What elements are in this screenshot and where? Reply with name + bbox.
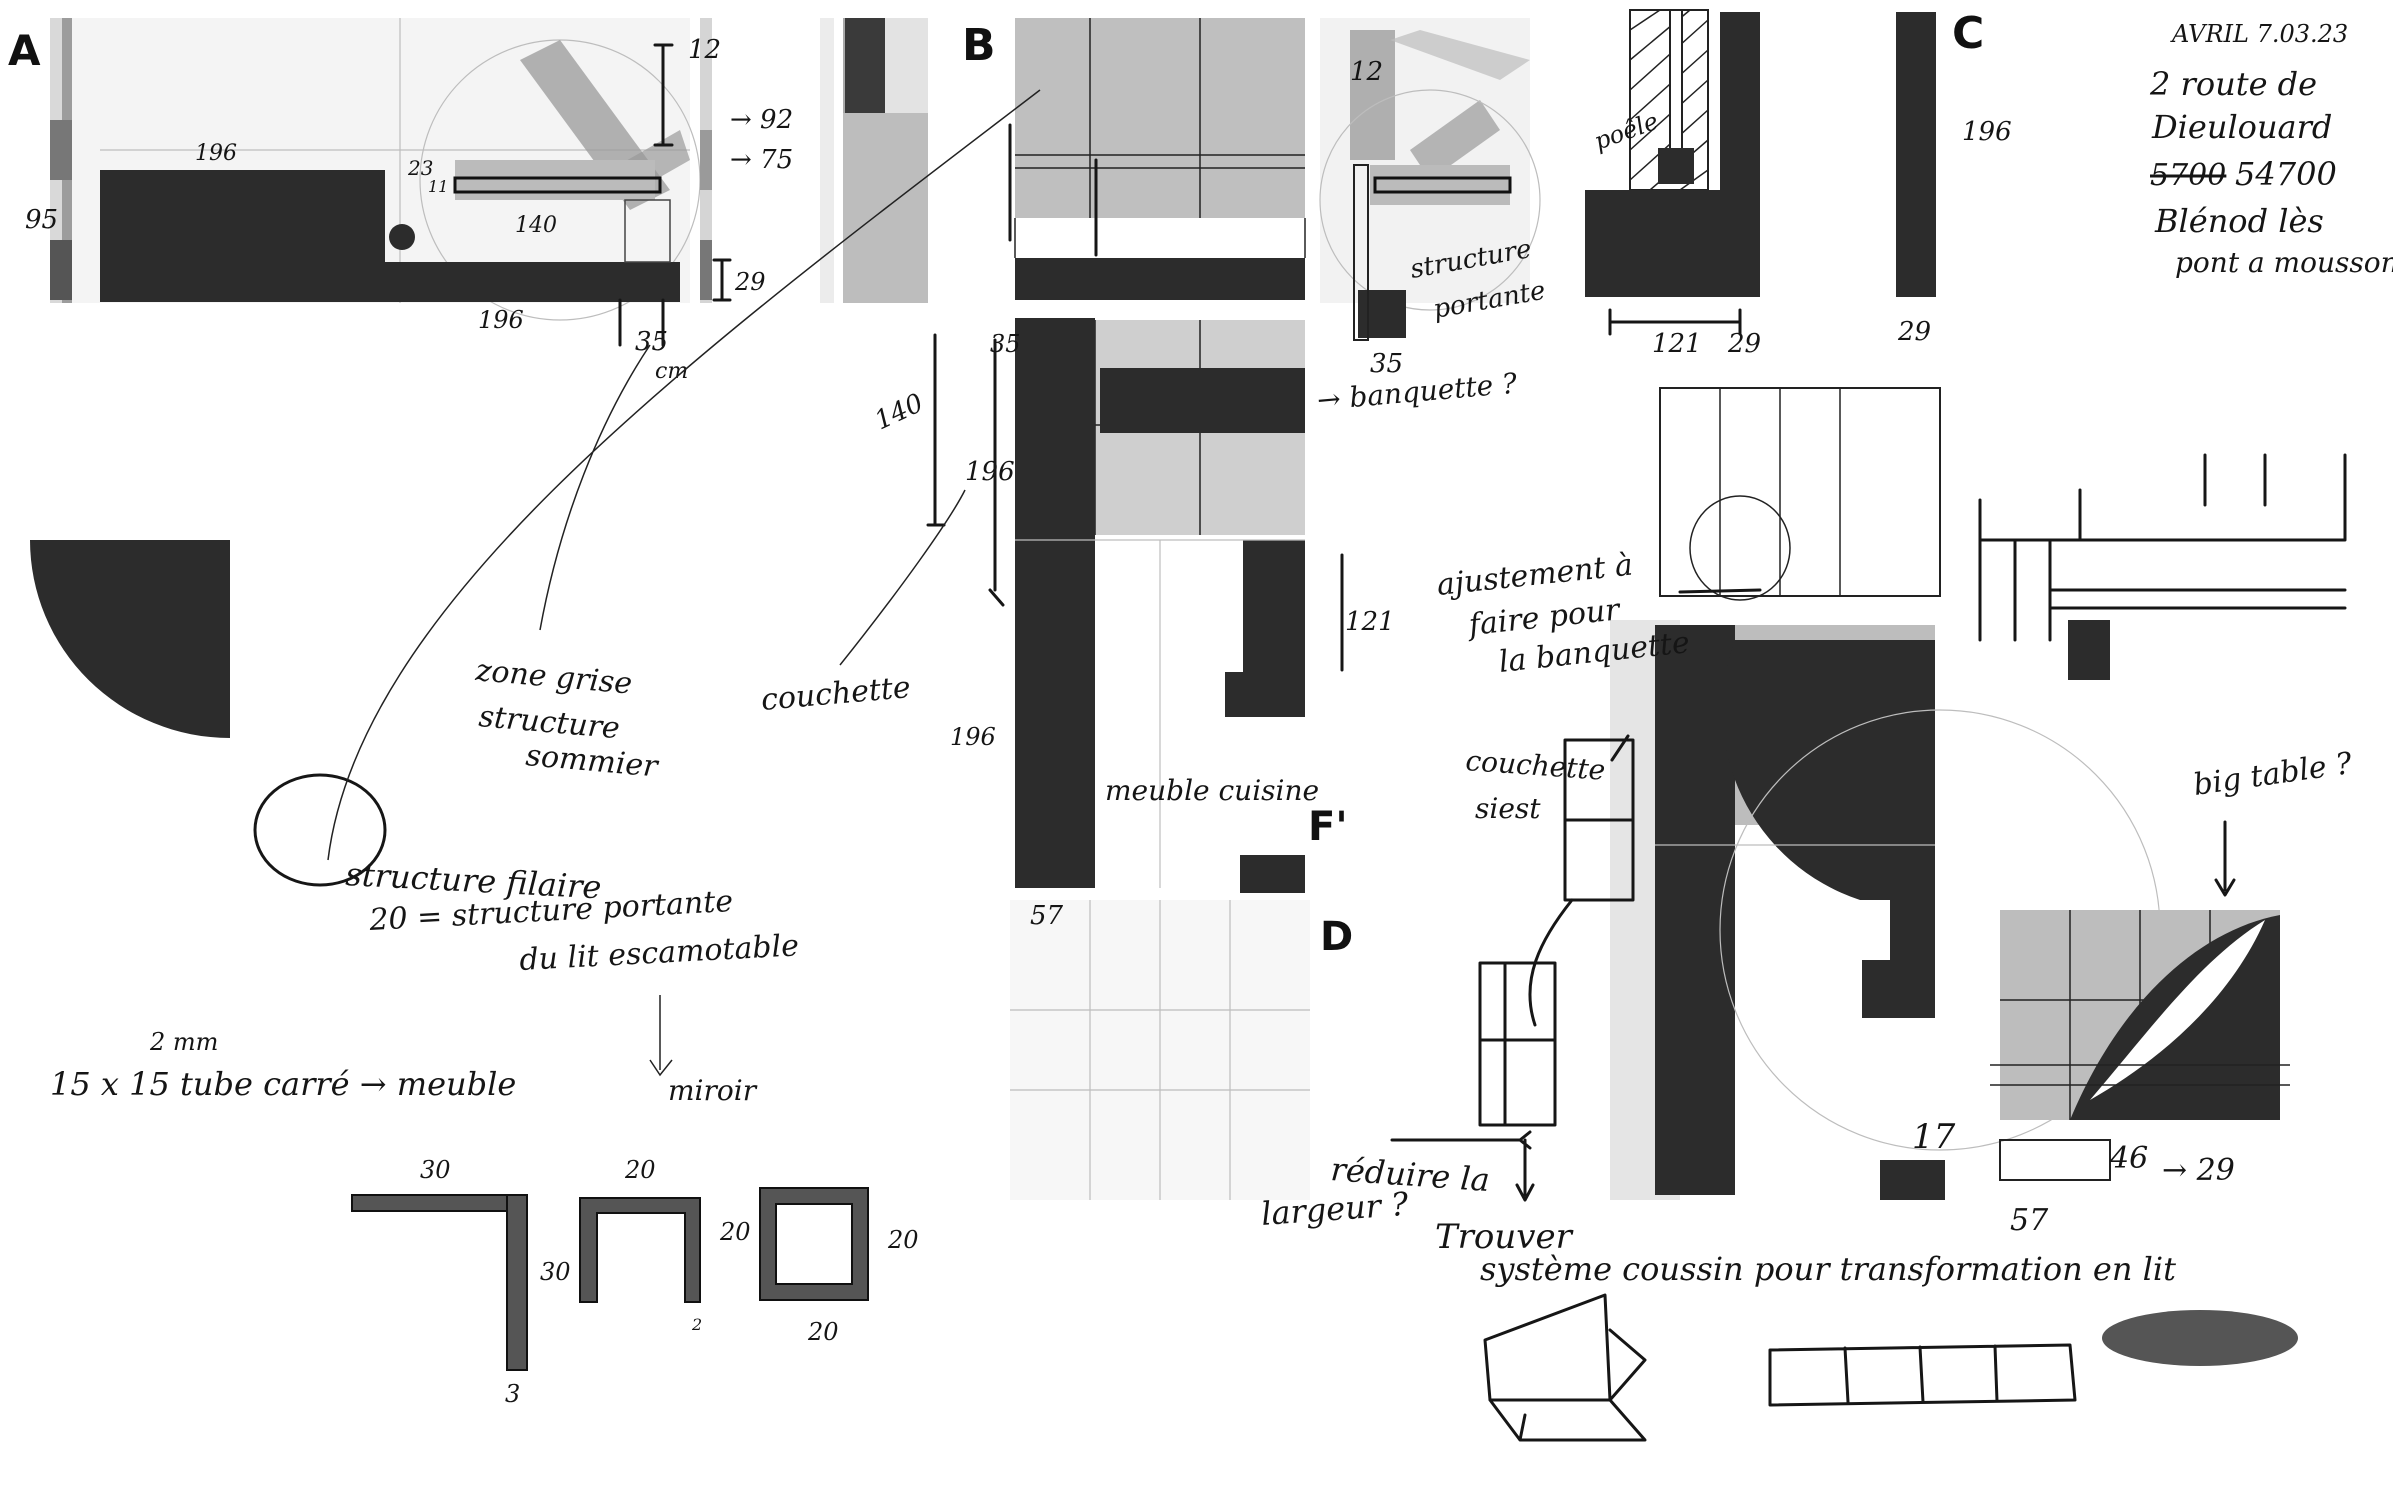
cabinet-block-1: [1243, 540, 1305, 675]
dim-c-196: 196: [1962, 117, 2012, 147]
dim-c-121: 121: [1652, 329, 1702, 359]
dim-b-57: 57: [1030, 901, 1064, 931]
base-strip-a: [385, 262, 680, 302]
dim-c-35: 35: [1370, 349, 1403, 379]
quarter-circle-shape: [30, 540, 230, 738]
dim-a-196-bottom: 196: [478, 306, 524, 334]
dim-a-196-top: 196: [195, 141, 237, 166]
cabinet-block-3: [1240, 855, 1305, 893]
profile-1-side: 30: [540, 1258, 571, 1286]
section-b-elevation: B: [962, 18, 1306, 300]
postcode-new: 54700: [2235, 155, 2337, 193]
dim-a-29: 29: [734, 268, 766, 296]
dim-d-29: → 29: [2162, 1153, 2235, 1188]
address-line-4: Blénod lès: [2154, 202, 2324, 240]
block-c-small: [1358, 290, 1406, 338]
profile-3-side: 20: [887, 1226, 919, 1254]
column-c: [1896, 12, 1936, 297]
note-couchette-siest-2: siest: [1475, 792, 1541, 825]
block-d-elev: [2068, 620, 2110, 680]
address-line-5: pont a mousson: [2175, 246, 2393, 279]
column-d: [1655, 625, 1735, 1195]
note-banquette: → banquette ?: [1316, 367, 1520, 417]
print-swatch-middle: [820, 18, 928, 303]
note-date: AVRIL 7.03.23: [2170, 20, 2348, 48]
section-letter-f: F': [1308, 804, 1348, 850]
dim-a-140: 140: [515, 213, 557, 238]
floor-strip-b: [1015, 258, 1305, 300]
dim-d-46: 46: [2109, 1141, 2148, 1176]
tube-profiles: 30 30 3 20 20 2 20 20: [351, 1156, 919, 1408]
base-c: [1585, 190, 1760, 297]
dim-a-23: 23: [407, 156, 433, 180]
note-trouver-2: système coussin pour transformation en l…: [1480, 1250, 2176, 1288]
dim-c-29b: 29: [1897, 317, 1931, 347]
dim-a-95: 95: [25, 205, 58, 235]
address-note: AVRIL 7.03.23 2 route de Dieulouard 5700…: [2149, 20, 2393, 279]
dim-b-121: 121: [1345, 607, 1395, 637]
postcode-old: 5700: [2150, 158, 2226, 193]
post-dot-a: [389, 224, 415, 250]
wardrobe-panel-b: [1015, 18, 1305, 218]
section-c-elevation: 12 35 poêle structure portante 121 29 19…: [1319, 8, 2012, 379]
kitchen-column: [1015, 318, 1095, 888]
profile-2-side: 20: [719, 1218, 751, 1246]
note-zone-grise-1: zone grise: [473, 653, 633, 702]
section-letter-a: A: [8, 26, 41, 75]
cabinet-block-2: [1225, 672, 1305, 717]
profile-2-bottom: 2: [691, 1315, 702, 1334]
note-tube: 15 x 15 tube carré → meuble: [50, 1065, 516, 1103]
section-letter-b: B: [962, 20, 996, 71]
note-zone-grise-3: sommier: [524, 738, 660, 785]
note-couchette-siest-1: couchette: [1465, 744, 1607, 787]
banquette-block: [1100, 368, 1305, 433]
address-line-1: 2 route de: [2149, 65, 2317, 103]
profile-1-bottom: 3: [505, 1380, 520, 1408]
section-d-plan: ajustement à faire pour la banquette cou…: [1260, 387, 2355, 1442]
lens-shape: [2102, 1310, 2298, 1366]
curved-banquette-d: [1722, 640, 1935, 960]
note-trouver-1: Trouver: [1435, 1217, 1574, 1257]
dim-a-11: 11: [428, 177, 448, 196]
dim-b-196: 196: [965, 457, 1015, 487]
dim-c-29: 29: [1727, 329, 1761, 359]
dim-c-12: 12: [1350, 57, 1383, 87]
section-a-plan: A 196 95 23 11 140 196 35 cm 12 → 92 → 7…: [8, 18, 793, 384]
profile-1-top: 30: [420, 1156, 451, 1184]
stove-c: [1658, 148, 1694, 184]
section-letter-c: C: [1952, 8, 1984, 59]
dim-d-17: 17: [1912, 1117, 1956, 1157]
grayscale-strip-a-right: [700, 18, 712, 303]
dim-b-196b: 196: [950, 723, 996, 751]
gray-zone-a: [455, 160, 655, 200]
note-poele: poêle: [1590, 107, 1662, 156]
dim-a-92: → 92: [730, 105, 793, 135]
note-tube-mm: 2 mm: [149, 1028, 218, 1056]
structure-circle-mark: [253, 773, 387, 887]
note-structure-portante-lit-2: du lit escamotable: [519, 928, 800, 978]
note-couchette: couchette: [760, 670, 912, 718]
note-big-table: big table ?: [2191, 746, 2355, 803]
profile-3-bottom: 20: [807, 1318, 839, 1346]
note-meuble-cuisine: meuble cuisine: [1105, 774, 1319, 807]
grayscale-strip-a: [50, 18, 72, 303]
dim-d-57: 57: [2010, 1203, 2049, 1238]
dim-a-12: 12: [688, 35, 721, 65]
bed-block-a: [100, 170, 385, 302]
section-letter-d: D: [1320, 914, 1353, 960]
address-line-2: Dieulouard: [2151, 108, 2332, 146]
dim-a-75: → 75: [730, 145, 793, 175]
dim-b-140: 140: [870, 388, 928, 436]
note-miroir: miroir: [668, 1074, 758, 1107]
section-f-plan: 35 140 196 121 196 57 → banquette ? meub…: [760, 318, 1520, 1200]
profile-2-top: 20: [624, 1156, 656, 1184]
